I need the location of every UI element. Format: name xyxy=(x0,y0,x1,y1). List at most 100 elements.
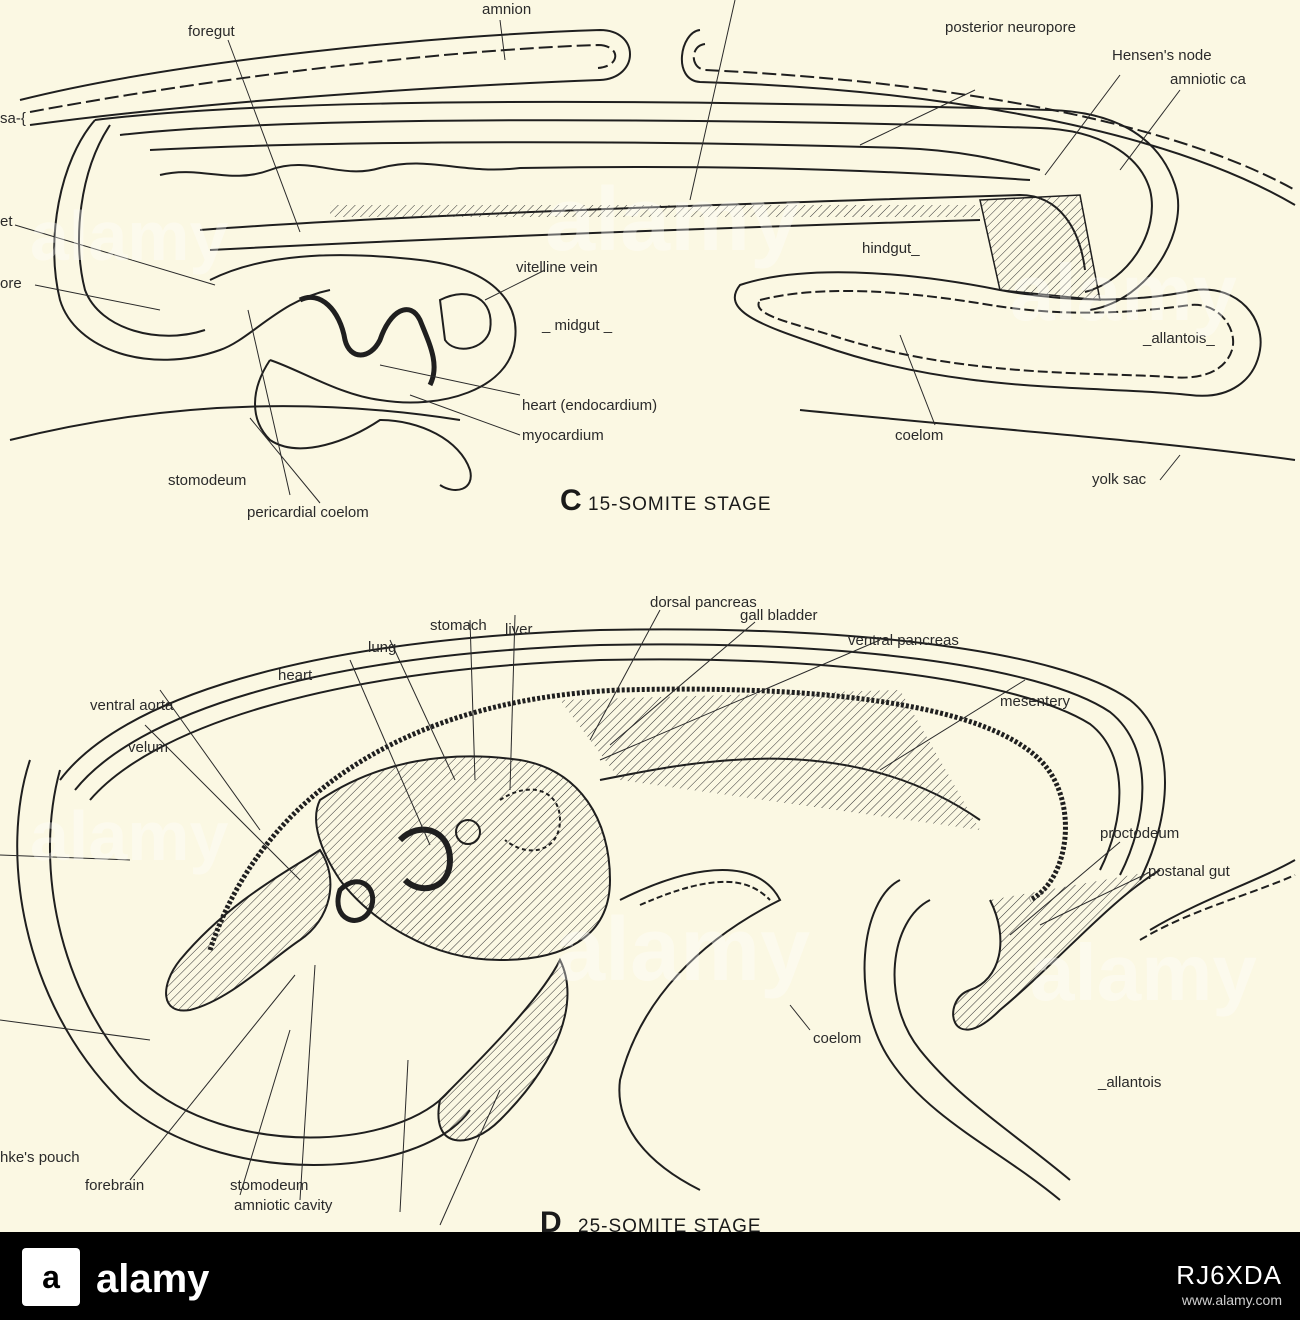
figure-drawing: amnion foregut posterior neuropore Hense… xyxy=(0,0,1296,1232)
label-allantois-c: _allantois_ xyxy=(1142,330,1215,347)
pharynx-region xyxy=(165,848,332,1012)
label-foregut-outlet: et xyxy=(0,213,13,230)
embryo-d-outer-2 xyxy=(74,643,1144,876)
stage-title-c: 15-SOMITE STAGE xyxy=(588,494,772,515)
lung-bud xyxy=(455,819,481,845)
logo-wordmark: alamy xyxy=(96,1257,210,1301)
label-proctodeum: proctodeum xyxy=(1100,825,1179,842)
heart-tube xyxy=(298,294,437,387)
label-serosa: sa-{ xyxy=(0,110,26,127)
watermark-text: alamy xyxy=(555,900,810,1000)
label-heart-endocardium: heart (endocardium) xyxy=(522,397,657,414)
logo-mark-icon xyxy=(22,1248,80,1306)
label-neuropore: ore xyxy=(0,275,22,292)
label-amniotic-cavity: amniotic ca xyxy=(1170,71,1247,88)
label-gall-bladder: gall bladder xyxy=(740,607,818,624)
amnion-inner-left xyxy=(29,43,617,113)
label-coelom-d: coelom xyxy=(813,1030,861,1047)
label-rathkes-pouch: hke's pouch xyxy=(0,1149,80,1166)
panel-c-drawing xyxy=(9,28,1296,491)
neural-tube-wavy xyxy=(159,162,1031,181)
label-yolk-sac: yolk sac xyxy=(1092,471,1147,488)
yolk-stalk-d xyxy=(437,957,569,1142)
hindgut-d xyxy=(952,869,1161,1031)
allantois-d-inner xyxy=(893,899,1071,1181)
embryo-d-outer-1 xyxy=(59,628,1166,881)
amnion-fold-right xyxy=(681,29,1296,206)
embryo-d-head-outer xyxy=(16,759,471,1166)
label-lung: lung xyxy=(368,639,396,656)
coelom-inner xyxy=(757,289,1235,379)
watermark-text: alamy xyxy=(545,170,800,270)
watermark-text: alamy xyxy=(30,797,229,875)
yolk-sac-left xyxy=(9,405,461,441)
tail-line-1 xyxy=(1149,859,1296,931)
amnion-fold-left xyxy=(19,28,631,126)
panel-d-drawing xyxy=(16,628,1296,1201)
yolk-sac-right xyxy=(799,409,1296,461)
label-hindgut: hindgut_ xyxy=(862,240,920,257)
watermark-text: alamy xyxy=(1030,928,1257,1017)
coelom-d-inner xyxy=(639,880,771,906)
embryo-d-outer-3 xyxy=(89,658,1121,871)
embryo-dorsal-inner xyxy=(119,119,1153,293)
coelom-loop xyxy=(733,271,1262,397)
label-dorsal-pancreas: dorsal pancreas xyxy=(650,594,757,611)
label-velum: velum xyxy=(128,739,168,756)
aortic-loop xyxy=(335,879,376,923)
logo-mark-letter: a xyxy=(42,1259,60,1295)
amnion-inner-right xyxy=(692,43,1296,191)
coelom-d-left xyxy=(618,869,782,1191)
pericardial-outline xyxy=(209,254,517,404)
foregut-roof xyxy=(209,219,981,251)
label-stomach: stomach xyxy=(430,617,487,634)
embryo-head-inner xyxy=(78,124,206,337)
liver-bud xyxy=(499,788,562,852)
label-posterior-neuropore: posterior neuropore xyxy=(945,19,1076,36)
label-myocardium: myocardium xyxy=(522,427,604,444)
label-heart: heart xyxy=(278,667,313,684)
hatched-mesoderm xyxy=(330,205,980,217)
embryology-figure: amnion foregut posterior neuropore Hense… xyxy=(0,0,1296,1232)
label-vitelline-vein: vitelline vein xyxy=(516,259,598,276)
panel-c-leaders xyxy=(14,0,1181,504)
watermark-text: alamy xyxy=(30,197,229,275)
stage-letter-d: D xyxy=(540,1206,562,1232)
embryo-dorsal-outline xyxy=(94,100,1180,311)
label-ventral-pancreas: ventral pancreas xyxy=(848,632,959,649)
neural-tube-top xyxy=(149,141,1041,171)
label-forebrain: forebrain xyxy=(85,1177,144,1194)
alamy-logo[interactable]: a alamy xyxy=(0,1232,300,1320)
mesentery-hatch xyxy=(560,690,980,830)
vitelline-loop xyxy=(438,293,492,350)
allantois-d-outer xyxy=(863,879,1061,1201)
alamy-url[interactable]: www.alamy.com xyxy=(1181,1292,1282,1308)
label-stomodeum-c: stomodeum xyxy=(168,472,246,489)
footer-bar: a alamy RJ6XDA www.alamy.com xyxy=(0,1232,1300,1320)
label-pericardial-coelom: pericardial coelom xyxy=(247,504,369,521)
label-amnion: amnion xyxy=(482,1,531,18)
label-hensens-node: Hensen's node xyxy=(1112,47,1212,64)
neural-tube-d xyxy=(207,686,1068,951)
watermark-text: alamy xyxy=(1010,248,1237,337)
stage-letter-c: C xyxy=(560,484,582,517)
tail-line-2 xyxy=(1139,874,1296,941)
label-amniotic-cavity-d: amniotic cavity xyxy=(234,1197,333,1214)
pericardial-lower xyxy=(254,359,472,491)
embryo-head-outline xyxy=(53,119,331,361)
panel-d-leaders xyxy=(0,609,1151,1226)
label-allantois-d: _allantois xyxy=(1097,1074,1161,1091)
heart-tube-d xyxy=(397,826,454,892)
stage-title-d: 25-SOMITE STAGE xyxy=(578,1216,762,1232)
embryo-d-head-inner xyxy=(48,769,451,1139)
label-mesentery: mesentery xyxy=(1000,693,1071,710)
label-midgut: _ midgut _ xyxy=(541,317,613,334)
label-ventral-aorta: ventral aorta xyxy=(90,697,174,714)
label-liver: liver xyxy=(505,621,533,638)
stock-image-id: RJ6XDA xyxy=(1176,1260,1282,1290)
label-coelom-c: coelom xyxy=(895,427,943,444)
label-foregut: foregut xyxy=(188,23,236,40)
heart-region-d xyxy=(315,755,612,962)
label-postanal-gut: postanal gut xyxy=(1148,863,1231,880)
